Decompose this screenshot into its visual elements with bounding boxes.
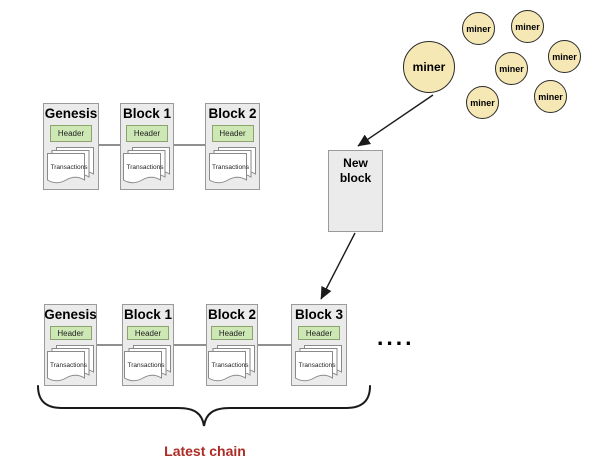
block-header-box: Header xyxy=(211,125,254,142)
arrow-miner-to-new-block xyxy=(357,94,434,147)
transactions-label: Transactions xyxy=(212,164,249,171)
block-header-box: Header xyxy=(126,125,168,142)
block-2-top: Block 2 Header Transactions xyxy=(205,103,260,190)
transactions-label: Transactions xyxy=(127,362,165,369)
block-1-top: Block 1 Header Transactions xyxy=(120,103,174,190)
block-title: Genesis xyxy=(44,106,98,121)
stacked-pages-icon xyxy=(208,345,255,382)
block-title: Block 2 xyxy=(207,307,257,322)
block-genesis-top: Genesis Header Transactions xyxy=(43,103,99,190)
block-header-box: Header xyxy=(127,326,169,340)
stacked-pages-icon xyxy=(124,345,171,382)
transactions-doc: Transactions xyxy=(208,345,256,385)
transactions-doc: Transactions xyxy=(47,147,95,187)
miner-small-1: miner xyxy=(462,12,495,45)
arrow-new-block-to-chain xyxy=(320,232,356,300)
chain-ellipsis: .... xyxy=(377,324,415,350)
block-header-box: Header xyxy=(211,326,253,340)
miner-small-6: miner xyxy=(534,80,567,113)
block-3-bottom: Block 3 Header Transactions xyxy=(291,304,347,386)
miner-large: miner xyxy=(403,41,455,93)
latest-chain-brace xyxy=(37,385,371,427)
stacked-pages-icon xyxy=(46,345,94,382)
transactions-doc: Transactions xyxy=(295,345,343,385)
stacked-pages-icon xyxy=(123,147,170,184)
block-title: Block 2 xyxy=(208,106,257,121)
transactions-doc: Transactions xyxy=(123,147,171,187)
block-2-bottom: Block 2 Header Transactions xyxy=(206,304,258,386)
block-genesis-bottom: Genesis Header Transactions xyxy=(44,304,97,386)
stacked-pages-icon xyxy=(208,147,256,184)
latest-chain-label: Latest chain xyxy=(164,443,246,459)
stacked-pages-icon xyxy=(47,147,94,184)
miner-small-2: miner xyxy=(511,10,544,43)
block-header-box: Header xyxy=(298,326,340,340)
block-title: Genesis xyxy=(44,307,97,322)
transactions-label: Transactions xyxy=(50,362,87,369)
miner-small-4: miner xyxy=(495,52,528,85)
new-block: New block xyxy=(328,150,383,232)
transactions-doc: Transactions xyxy=(46,345,95,385)
block-1-bottom: Block 1 Header Transactions xyxy=(122,304,174,386)
block-title: Block 3 xyxy=(294,307,344,322)
block-title: Block 1 xyxy=(122,106,172,121)
miner-small-3: miner xyxy=(548,40,581,73)
transactions-label: Transactions xyxy=(50,164,88,171)
transactions-label: Transactions xyxy=(211,362,249,369)
stacked-pages-icon xyxy=(295,345,342,382)
block-header-box: Header xyxy=(49,326,92,340)
block-header-box: Header xyxy=(50,125,92,142)
block-title: Block 1 xyxy=(123,307,173,322)
transactions-doc: Transactions xyxy=(124,345,172,385)
miner-small-5: miner xyxy=(466,86,499,119)
transactions-label: Transactions xyxy=(126,164,164,171)
transactions-doc: Transactions xyxy=(208,147,257,187)
transactions-label: Transactions xyxy=(298,362,336,369)
